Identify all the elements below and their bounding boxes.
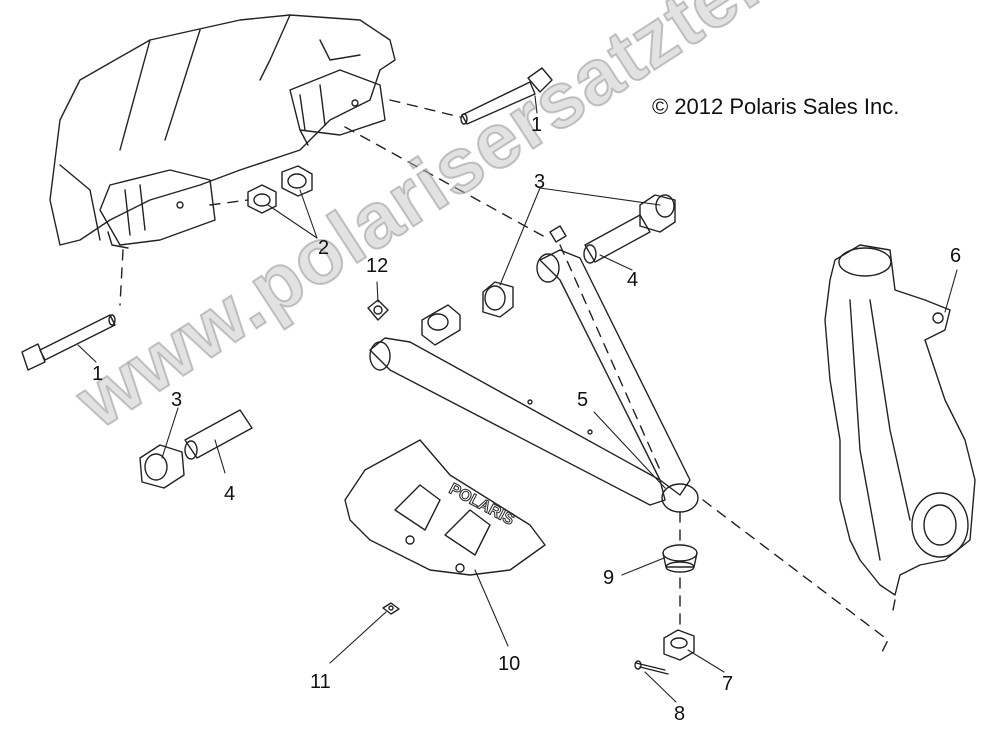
a-arm — [369, 249, 699, 513]
callout-11: 11 — [310, 671, 331, 693]
callout-2: 2 — [318, 237, 330, 259]
cotter-pin — [634, 660, 669, 675]
guard — [344, 439, 546, 576]
callout-8: 8 — [674, 703, 686, 725]
spindle — [824, 244, 976, 611]
cap — [662, 544, 698, 573]
assembly-lines — [119, 99, 889, 653]
sleeve-top — [583, 214, 651, 264]
nuts — [247, 165, 313, 214]
small-bolt — [382, 602, 400, 615]
callout-4-left: 4 — [224, 483, 236, 505]
bushing-left — [139, 444, 185, 489]
leader-lines — [77, 95, 958, 703]
callout-5: 5 — [577, 389, 589, 411]
callout-10: 10 — [498, 653, 521, 675]
callout-3-top: 3 — [534, 171, 546, 193]
callout-6: 6 — [950, 245, 962, 267]
callout-3-left: 3 — [171, 389, 183, 411]
guard-logo: POLARIS — [446, 481, 517, 530]
bushings-top — [421, 194, 676, 346]
grease-fitting — [367, 225, 567, 321]
bolt-left — [21, 314, 116, 371]
callout-1-left: 1 — [92, 363, 104, 385]
frame-part — [49, 14, 396, 249]
callout-7: 7 — [722, 673, 734, 695]
copyright-notice: © 2012 Polaris Sales Inc. — [652, 94, 900, 119]
callout-9: 9 — [603, 567, 615, 589]
callout-1-top: 1 — [531, 114, 543, 136]
callout-4-right: 4 — [627, 269, 639, 291]
sleeve-left — [184, 409, 253, 460]
callout-12: 12 — [366, 255, 389, 277]
bolt-top — [460, 67, 553, 125]
castle-nut — [663, 629, 695, 661]
